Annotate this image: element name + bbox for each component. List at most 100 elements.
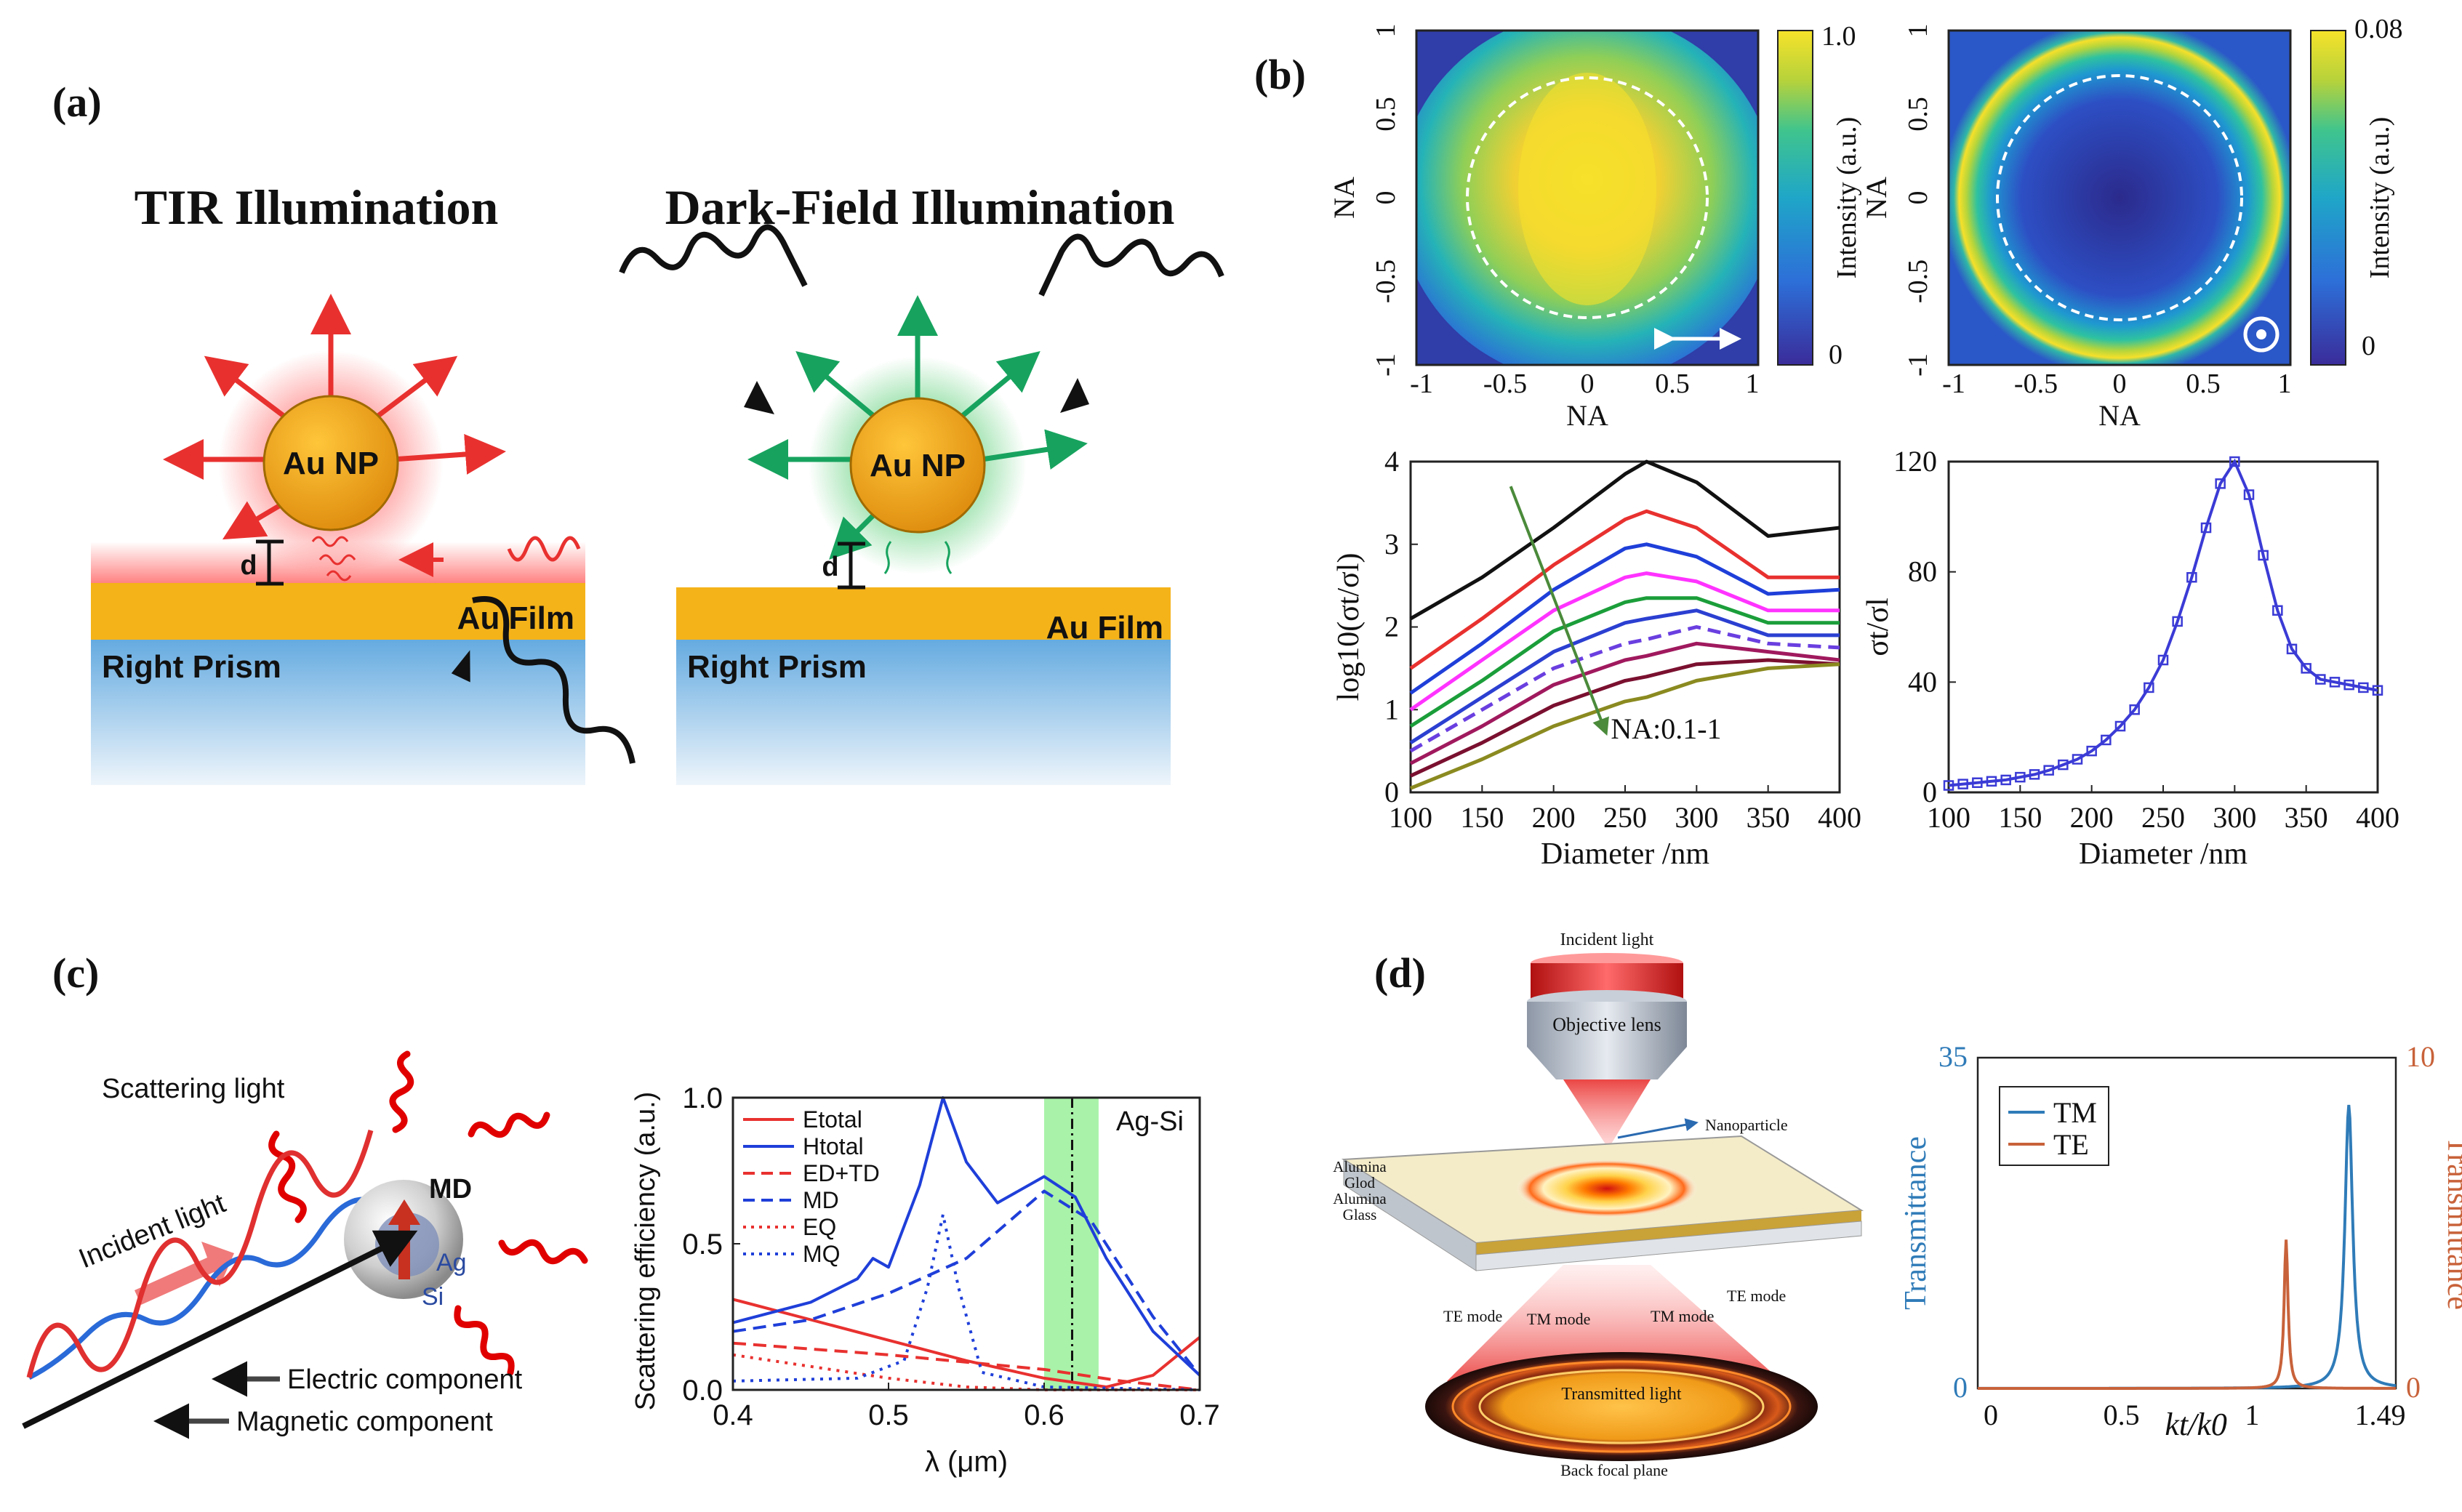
- y2-tick-label: 10: [2406, 1040, 2435, 1073]
- darkfield-schematic: Au NP d Au Film Right Prism: [619, 224, 1224, 785]
- map-right-cbar-min: 0: [2362, 331, 2375, 361]
- data-point: [2215, 478, 2226, 489]
- substrate-left-side: [1343, 1159, 1477, 1271]
- series-line: [1409, 608, 1840, 744]
- tir-film-label: Au Film: [457, 600, 574, 636]
- x-tick-label: 0.5: [868, 1399, 909, 1431]
- legend-label: TM: [2053, 1096, 2097, 1129]
- data-point: [2029, 769, 2040, 780]
- bfp-ring-inner: [1478, 1369, 1765, 1444]
- layer-label-alumina-bottom: Alumina: [1333, 1190, 1387, 1207]
- y-tick-label: 1.0: [682, 1082, 723, 1114]
- y2-axis-label: Transmittance: [2441, 1136, 2462, 1310]
- x-tick-label: 0.4: [713, 1399, 753, 1431]
- layer-label-gold: Glod: [1344, 1174, 1376, 1191]
- map-left-xtick: 0.5: [1655, 369, 1690, 399]
- map-left-cbar-label: Intensity (a.u.): [1832, 117, 1862, 279]
- magnetic-component-label: Magnetic component: [236, 1407, 493, 1437]
- x-tick-label: 1.49: [2354, 1399, 2405, 1431]
- y-tick-label: 1: [1384, 693, 1399, 725]
- x-tick-label: 0.7: [1179, 1399, 1220, 1431]
- data-point: [1986, 776, 1997, 787]
- y-tick-label: 3: [1384, 528, 1399, 560]
- df-incident-wave-right: [1038, 233, 1224, 297]
- x-tick-label: 250: [1603, 801, 1647, 834]
- y-tick-label: 120: [1893, 445, 1937, 478]
- electric-wave: [26, 1130, 374, 1378]
- df-film-label: Au Film: [1046, 610, 1163, 646]
- ag-label: Ag: [436, 1249, 467, 1276]
- x-tick-label: 250: [2141, 801, 2185, 834]
- objective-lens-tip: [1527, 1047, 1687, 1079]
- series-line: [732, 1189, 1201, 1377]
- polarization-out-of-plane-icon: [2243, 316, 2279, 353]
- darkfield-title: Dark-Field Illumination: [665, 180, 1175, 235]
- df-gap-label: d: [822, 552, 838, 582]
- series-line: [1409, 658, 1840, 778]
- y-tick-label: 40: [1908, 665, 1937, 698]
- tir-np-label: Au NP: [283, 446, 379, 481]
- map-right-frame: [1947, 29, 2292, 366]
- x-tick-label: 400: [1818, 801, 1861, 834]
- data-point: [2372, 685, 2383, 696]
- map-right-xtick: -1: [1942, 369, 1965, 399]
- series-line: [732, 1096, 1201, 1377]
- focused-beam: [1563, 1079, 1651, 1149]
- legend-label: Htotal: [803, 1133, 864, 1159]
- tir-prism: [91, 632, 585, 785]
- panel-c-schematic: Scattering light Incident light MD Ag Si…: [22, 1050, 588, 1439]
- data-point: [2286, 643, 2298, 655]
- surface-plasmon-rings: [1516, 1159, 1698, 1218]
- scattering-light-label: Scattering light: [102, 1074, 285, 1104]
- x-tick-label: 350: [1747, 801, 1790, 834]
- x-axis-label: Diameter /nm: [2079, 837, 2248, 871]
- df-au-film: [676, 587, 1171, 640]
- tir-near-field-wave: [311, 536, 356, 582]
- layer-label-alumina-top: Alumina: [1333, 1158, 1387, 1175]
- series-line: [732, 1213, 1200, 1391]
- x-tick-label: 100: [1927, 801, 1970, 834]
- map-right-ytick: 1: [1903, 24, 1933, 38]
- x-tick-label: 200: [2070, 801, 2114, 834]
- na-trend-arrow: [1509, 486, 1609, 736]
- x-tick-label: 150: [1460, 801, 1504, 834]
- data-point: [1957, 779, 1968, 789]
- panel-b-map-right: -1 -0.5 0 0.5 1 NA -1 -0.5 0 0.5 1 NA 0.…: [1860, 14, 2403, 432]
- map-left-colorbar: [1777, 30, 1813, 366]
- data-point: [2086, 745, 2097, 757]
- x-axis-label: kt/k0: [2165, 1407, 2227, 1442]
- series-line: [1409, 509, 1840, 670]
- panel-label-d: (d): [1374, 949, 1426, 997]
- series-line: [1409, 596, 1840, 728]
- map-right-cbar-max: 0.08: [2354, 14, 2403, 44]
- bfp-ring-outer: [1451, 1360, 1792, 1453]
- x-tick-label: 1: [2245, 1399, 2259, 1431]
- data-point: [2243, 489, 2255, 500]
- data-point: [2315, 674, 2326, 685]
- legend-box: [1999, 1086, 2109, 1166]
- df-incident-arrowhead-left: [744, 381, 774, 414]
- map-right-xtick: -0.5: [2014, 369, 2058, 399]
- map-left-xtick: 0: [1581, 369, 1595, 399]
- propagation-arrow: [22, 1230, 418, 1429]
- map-left-ytick: -1: [1371, 353, 1401, 377]
- electric-component-label: Electric component: [287, 1364, 523, 1395]
- y2-tick-label: 0: [2406, 1371, 2421, 1404]
- map-left-axes: -1 -0.5 0 0.5 1 NA -1 -0.5 0 0.5 1 NA: [1328, 24, 1760, 433]
- map-right-ytick: 0.5: [1903, 97, 1933, 132]
- nanoparticle-label: Nanoparticle: [1705, 1116, 1788, 1134]
- transmitted-light-label: Transmitted light: [1561, 1385, 1681, 1404]
- x-tick-label: 200: [1532, 801, 1576, 834]
- y-axis-label: log10(σt/σl): [1332, 553, 1366, 701]
- series-line: [1978, 1239, 2396, 1390]
- tir-gap-marker: [256, 539, 284, 586]
- map-right-xtick: 0.5: [2186, 369, 2221, 399]
- df-gap-marker: [838, 542, 865, 590]
- legend-label: Etotal: [803, 1106, 862, 1133]
- map-right-na-circle: [1996, 74, 2243, 321]
- panel-d-schematic: Incident light Objective lens Nanopartic…: [1333, 930, 1864, 1479]
- x-axis-label: λ (μm): [925, 1446, 1008, 1478]
